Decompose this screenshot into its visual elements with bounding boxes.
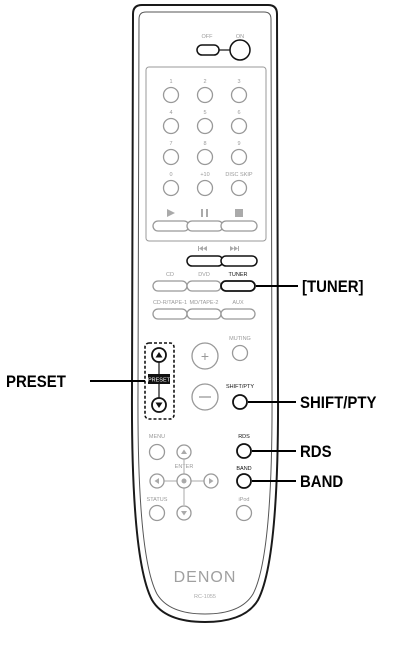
remote-inner-outline <box>137 11 273 615</box>
preset-callout: PRESET <box>6 372 66 391</box>
up-arrow-icon <box>155 352 163 358</box>
menu-label: MENU <box>149 434 165 440</box>
brand-logo: DENON <box>174 569 237 586</box>
power-off-button[interactable] <box>196 44 220 56</box>
digit-label: 8 <box>203 141 206 147</box>
pause-icon <box>201 209 208 217</box>
skip-forward-icon <box>230 246 239 251</box>
shift-pty-button[interactable] <box>232 394 248 410</box>
source-dvd-button[interactable] <box>186 280 222 292</box>
plus-icon: + <box>201 348 209 364</box>
plus-ten-label: +10 <box>200 172 209 178</box>
muting-button[interactable] <box>231 344 249 362</box>
enter-dot-icon <box>181 478 187 484</box>
source-md-label: MD/TAPE-2 <box>190 300 219 306</box>
shift-pty-label: SHIFT/PTY <box>226 384 254 390</box>
power-on-button[interactable] <box>229 39 251 61</box>
pause-button[interactable] <box>186 220 224 232</box>
digit-label: 3 <box>237 79 240 85</box>
down-arrow-icon <box>155 402 163 408</box>
skip-forward-button[interactable] <box>220 255 258 267</box>
shift-pty-callout: SHIFT/PTY <box>300 393 377 412</box>
source-tuner-label: TUNER <box>229 272 248 278</box>
digit-label: 9 <box>237 141 240 147</box>
preset-tag <box>148 374 170 384</box>
digit-label: 0 <box>169 172 172 178</box>
digit-button[interactable] <box>162 148 180 166</box>
numeric-panel <box>145 66 267 242</box>
plus-ten-button[interactable] <box>196 179 214 197</box>
source-cd-button[interactable] <box>152 280 188 292</box>
digit-button[interactable] <box>196 86 214 104</box>
ipod-button[interactable] <box>235 504 253 522</box>
digit-label: 2 <box>203 79 206 85</box>
rds-callout: RDS <box>300 442 332 461</box>
digit-button[interactable] <box>230 148 248 166</box>
tuner-button[interactable] <box>220 280 256 292</box>
source-cdr-button[interactable] <box>152 308 188 320</box>
nav-up-icon <box>181 449 187 454</box>
digit-button[interactable] <box>162 117 180 135</box>
stop-icon <box>235 209 243 217</box>
volume-up-button[interactable] <box>191 342 219 370</box>
source-aux-label: AUX <box>232 300 244 306</box>
nav-down-icon <box>181 511 187 516</box>
stop-button[interactable] <box>220 220 258 232</box>
muting-label: MUTING <box>229 336 251 342</box>
rds-button[interactable] <box>236 443 252 459</box>
tuner-callout: [TUNER] <box>302 277 364 296</box>
source-cd-label: CD <box>166 272 174 278</box>
digit-label: 4 <box>169 110 172 116</box>
band-label: BAND <box>236 466 251 472</box>
menu-button[interactable] <box>148 443 166 461</box>
digit-button[interactable] <box>162 86 180 104</box>
source-md-button[interactable] <box>186 308 222 320</box>
digit-button[interactable] <box>230 117 248 135</box>
disc-skip-button[interactable] <box>230 179 248 197</box>
nav-right-icon <box>209 478 214 484</box>
source-aux-button[interactable] <box>220 308 256 320</box>
band-callout: BAND <box>300 472 344 491</box>
digit-label: 7 <box>169 141 172 147</box>
ipod-label: iPod <box>238 497 249 503</box>
digit-label: 1 <box>169 79 172 85</box>
digit-label: 6 <box>237 110 240 116</box>
model-label: RC-1055 <box>194 594 216 600</box>
status-button[interactable] <box>148 504 166 522</box>
digit-button[interactable] <box>230 86 248 104</box>
source-cdr-label: CD-R/TAPE-1 <box>153 300 187 306</box>
off-label: OFF <box>202 34 214 40</box>
digit-label: 5 <box>203 110 206 116</box>
play-icon <box>167 209 175 217</box>
skip-back-icon <box>198 246 207 251</box>
status-label: STATUS <box>147 497 168 503</box>
digit-button[interactable] <box>196 117 214 135</box>
rds-label: RDS <box>238 434 250 440</box>
skip-back-button[interactable] <box>186 255 224 267</box>
source-dvd-label: DVD <box>198 272 210 278</box>
on-label: ON <box>236 34 244 40</box>
disc-skip-label: DISC SKIP <box>225 172 253 178</box>
play-button[interactable] <box>152 220 190 232</box>
nav-left-icon <box>154 478 159 484</box>
band-button[interactable] <box>236 473 252 489</box>
digit-button[interactable] <box>196 148 214 166</box>
digit-button[interactable] <box>162 179 180 197</box>
preset-tag-text: PRESET <box>148 378 171 384</box>
